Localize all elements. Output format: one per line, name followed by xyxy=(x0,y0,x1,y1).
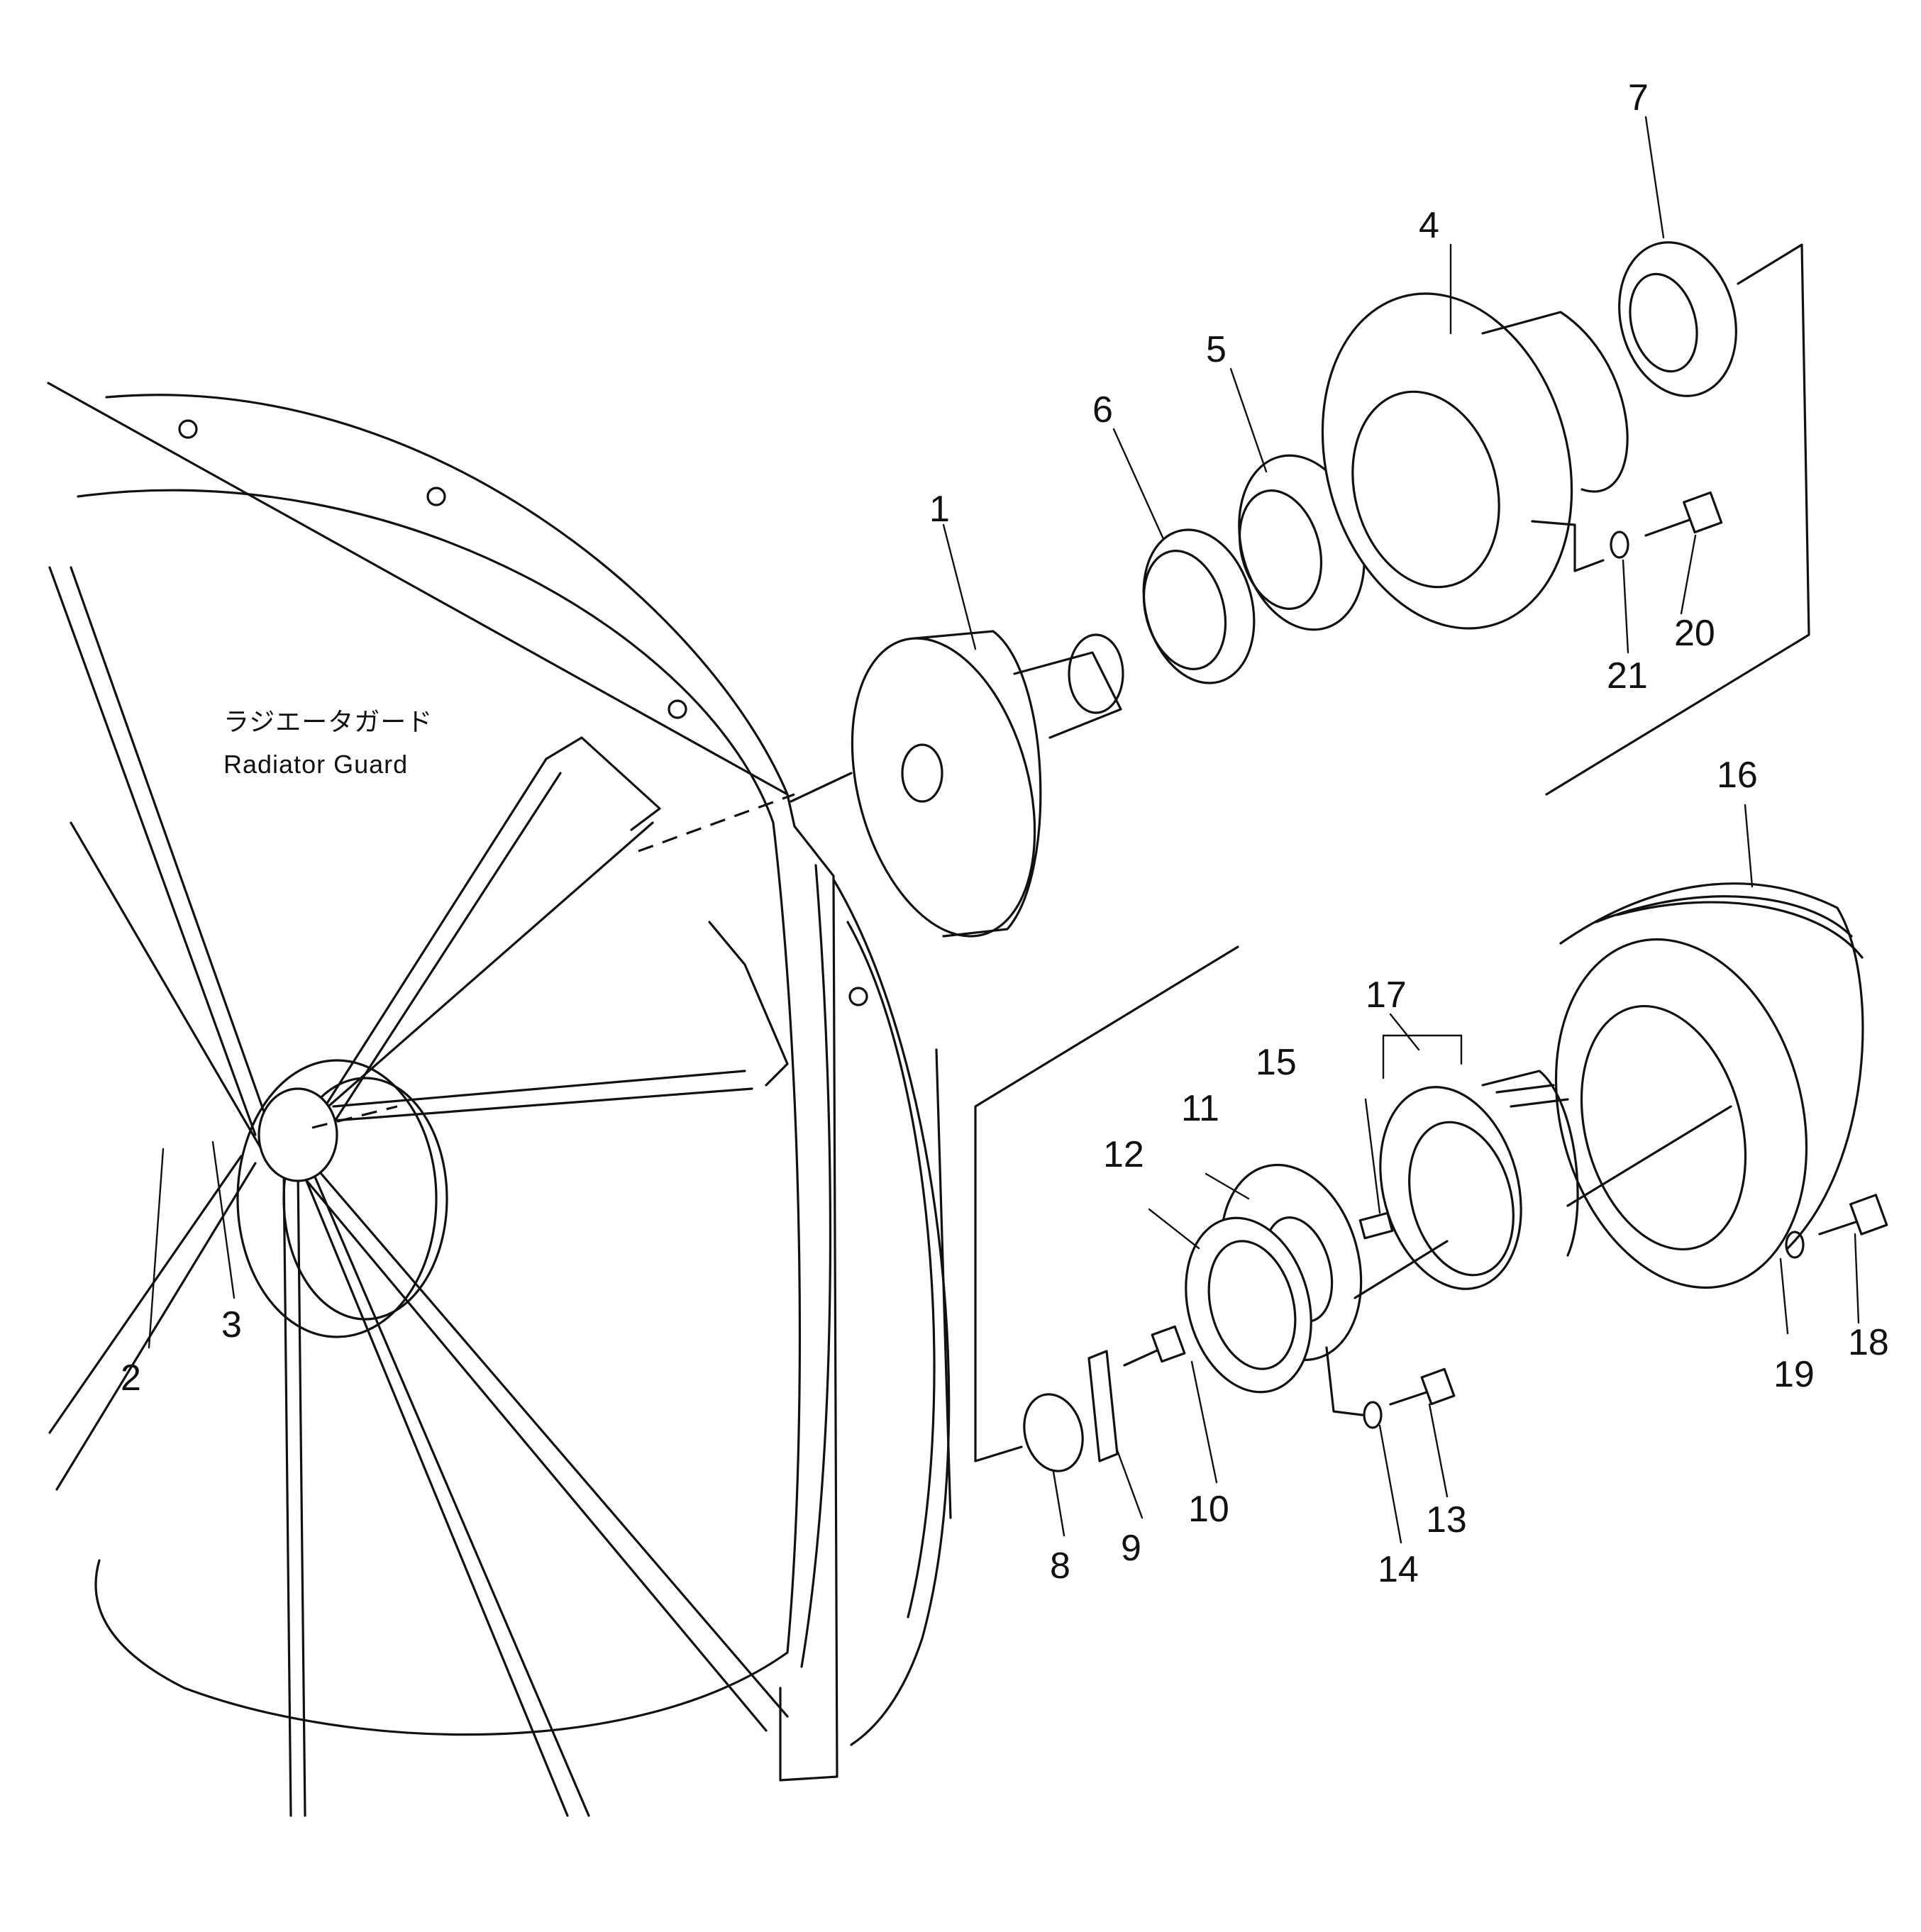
part-10-bolt xyxy=(1123,1325,1186,1367)
part-number-label: 16 xyxy=(1717,755,1758,796)
part-number-label: 14 xyxy=(1378,1549,1419,1590)
part-20-bolt xyxy=(1644,491,1723,537)
part-6-seal xyxy=(1142,528,1256,684)
upper-bracket xyxy=(1545,243,1810,796)
part-13-bolt xyxy=(1389,1367,1456,1406)
part-number-label: 4 xyxy=(1419,205,1439,246)
part-number-label: 17 xyxy=(1366,975,1407,1016)
caption-english: Radiator Guard xyxy=(223,750,408,779)
lower-bracket xyxy=(974,945,1239,1462)
part-12-gear-ring xyxy=(1185,1216,1312,1394)
leader-lines xyxy=(148,116,1860,1544)
caption-japanese: ラジエータガード xyxy=(223,707,433,736)
radiator-guard xyxy=(47,382,952,1817)
upper-bolt-bracket xyxy=(1531,520,1605,572)
part-number-label: 3 xyxy=(221,1304,242,1345)
part-number-label: 13 xyxy=(1426,1499,1467,1540)
lower-bolt-bracket xyxy=(1325,1346,1363,1416)
lower-axis-line xyxy=(1353,1240,1449,1299)
part-number-label: 8 xyxy=(1050,1545,1070,1587)
part-number-label: 6 xyxy=(1092,389,1113,431)
part-19-washer xyxy=(1785,1231,1805,1259)
radiator-guard-caption: ラジエータガード Radiator Guard xyxy=(223,707,433,779)
part-number-label: 11 xyxy=(1181,1088,1219,1129)
part-4-bearing-housing xyxy=(1321,292,1629,630)
part-1-shaft-flange xyxy=(851,630,1124,938)
part-number-label: 5 xyxy=(1206,329,1227,370)
upper-axis-line xyxy=(790,772,853,803)
guard-spokes xyxy=(48,566,789,1817)
part-number-label: 12 xyxy=(1103,1134,1144,1175)
part-17-ring-stack xyxy=(1379,1070,1579,1290)
part-7-bearing xyxy=(1618,241,1737,397)
part-number-label: 21 xyxy=(1607,655,1648,696)
part-number-labels: 1 2 3 4 5 6 7 8 9 10 11 12 13 14 15 16 1… xyxy=(121,77,1889,1590)
part-number-label: 1 xyxy=(929,489,950,530)
part-18-bolt xyxy=(1818,1194,1888,1236)
part-15-grease-nipple xyxy=(1358,1211,1394,1240)
part-number-label: 10 xyxy=(1188,1489,1229,1530)
part-number-label: 20 xyxy=(1674,613,1715,654)
part-number-label: 18 xyxy=(1848,1322,1889,1363)
part-8-cap xyxy=(1023,1393,1084,1472)
part-9-bracket xyxy=(1087,1350,1119,1462)
part-number-label: 19 xyxy=(1773,1354,1815,1395)
guard-center-hub xyxy=(258,1087,338,1182)
part-16-pulley xyxy=(1554,882,1864,1289)
part-number-label: 2 xyxy=(121,1358,141,1399)
guard-bolt-holes xyxy=(178,419,868,1006)
part-21-washer xyxy=(1610,531,1629,559)
part-number-label: 9 xyxy=(1121,1528,1141,1569)
part-number-label: 7 xyxy=(1628,77,1649,118)
part-14-washer xyxy=(1363,1401,1383,1429)
part-number-label: 15 xyxy=(1256,1042,1297,1083)
pulley-axis-line xyxy=(1566,1105,1732,1207)
